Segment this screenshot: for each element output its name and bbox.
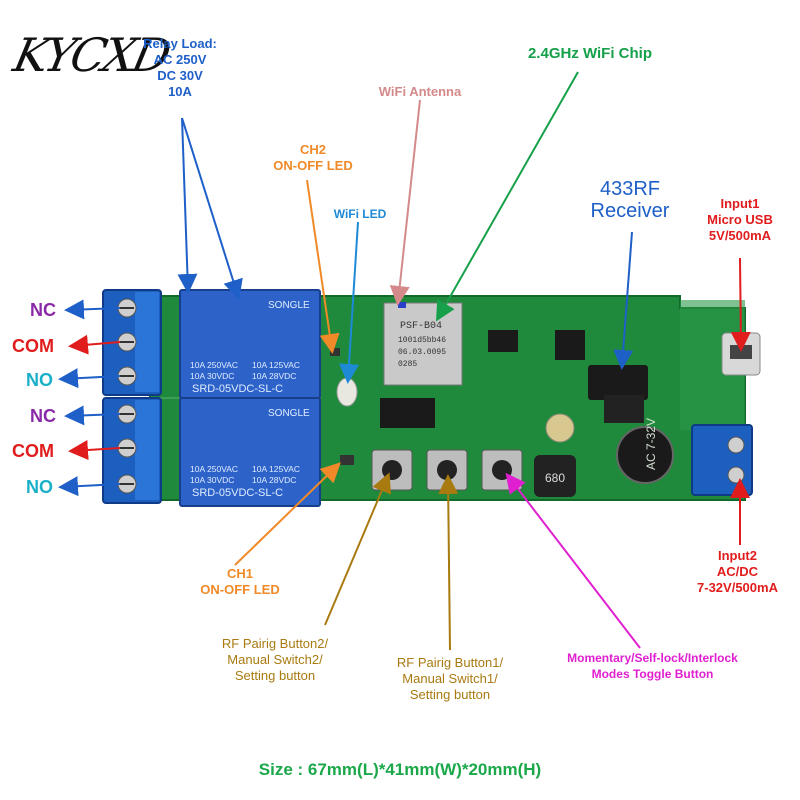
relay-brand: SONGLE — [268, 408, 310, 419]
ic-chip — [488, 330, 518, 352]
pin-label-nc: NC — [30, 300, 56, 320]
relay-spec: 10A 30VDC — [190, 371, 234, 381]
terminal-block-bottom — [102, 397, 162, 504]
ch2-led-pointer — [306, 179, 340, 354]
wifi-chip-label: 2.4GHz WiFi Chip — [527, 45, 653, 62]
wifi-antenna-label: WiFi Antenna — [378, 84, 462, 99]
button1-pointer — [438, 474, 459, 651]
terminal-block-top — [102, 289, 162, 396]
voltage-silkscreen: AC 7-32V — [644, 418, 658, 470]
capacitor-small — [545, 413, 575, 443]
relay-load-label: Relay Load: AC 250V DC 30V 10A — [143, 36, 217, 99]
relay-model: SRD-05VDC-SL-C — [192, 487, 283, 499]
module-marking: 0285 — [398, 360, 417, 369]
wifi-led — [336, 377, 358, 407]
board-size-caption: Size : 67mm(L)*41mm(W)*20mm(H) — [258, 760, 542, 779]
pin-label-no: NO — [26, 477, 53, 497]
rf-receiver-label: 433RF Receiver — [590, 178, 670, 222]
mode-button-label: Momentary/Self-lock/Interlock Modes Togg… — [567, 651, 738, 681]
power-terminal — [691, 424, 753, 496]
relay-spec: 10A 250VAC — [190, 360, 238, 370]
button1-label: RF Pairig Button1/ Manual Switch1/ Setti… — [396, 655, 504, 702]
pin-label-no: NO — [26, 370, 53, 390]
button-rf2 — [371, 449, 413, 491]
pin-label-nc: NC — [30, 406, 56, 426]
relay-spec: 10A 250VAC — [190, 464, 238, 474]
wifi-led-label: WiFi LED — [333, 207, 387, 221]
relay-spec: 10A 125VAC — [252, 360, 300, 370]
button-mode — [481, 449, 523, 491]
relay-spec: 10A 125VAC — [252, 464, 300, 474]
nc-arrow — [64, 299, 121, 320]
relay-brand: SONGLE — [268, 300, 310, 311]
wifi-module: PSF-B04 1001d5bb46 06.03.0095 0285 — [383, 302, 463, 386]
module-marking: 1001d5bb46 — [398, 336, 446, 345]
button-rf1 — [426, 449, 468, 491]
relay-spec: 10A 30VDC — [190, 475, 234, 485]
ch1-led-label: CH1 ON-OFF LED — [200, 566, 280, 597]
input2-label: Input2 AC/DC 7-32V/500mA — [697, 548, 778, 595]
input1-label: Input1 Micro USB 5V/500mA — [707, 196, 773, 243]
rf-receiver-chip — [588, 365, 648, 400]
relay-load-pointer — [181, 117, 243, 300]
button2-label: RF Pairig Button2/ Manual Switch2/ Setti… — [221, 636, 329, 683]
input1-pointer — [730, 257, 751, 352]
ch2-led-label: CH2 ON-OFF LED — [273, 142, 353, 173]
no-arrow — [58, 368, 121, 389]
capacitor-large — [616, 426, 674, 484]
wifi-antenna-pointer — [389, 99, 421, 306]
wifi-led-pointer — [339, 221, 359, 384]
relay-ch1: SONGLE 10A 250VAC 10A 125VAC 10A 30VDC 1… — [179, 397, 321, 507]
inductor: 680 — [534, 455, 576, 497]
button2-pointer — [324, 472, 391, 626]
no-arrow — [58, 476, 121, 497]
regulator-chip — [604, 395, 644, 423]
inductor-marking: 680 — [545, 471, 565, 485]
module-marking: 06.03.0095 — [398, 348, 446, 357]
wifi-chip-pointer — [436, 71, 579, 322]
relay-spec: 10A 28VDC — [252, 475, 296, 485]
pin-label-com: COM — [12, 336, 54, 356]
module-marking: PSF-B04 — [400, 321, 442, 332]
relay-ch2: SONGLE 10A 250VAC 10A 125VAC 10A 30VDC 1… — [179, 289, 321, 399]
ic-chip — [380, 398, 435, 428]
com-arrow — [68, 440, 121, 460]
com-arrow — [68, 334, 121, 355]
ch1-led — [340, 455, 354, 465]
relay-load-pointer — [177, 117, 198, 294]
mode-button-pointer — [505, 472, 641, 649]
ch1-led-pointer — [234, 462, 341, 566]
nc-arrow — [64, 405, 121, 426]
relay-model: SRD-05VDC-SL-C — [192, 383, 283, 395]
relay-spec: 10A 28VDC — [252, 371, 296, 381]
rf-receiver-pointer — [613, 231, 634, 370]
pin-label-com: COM — [12, 441, 54, 461]
ic-chip — [555, 330, 585, 360]
